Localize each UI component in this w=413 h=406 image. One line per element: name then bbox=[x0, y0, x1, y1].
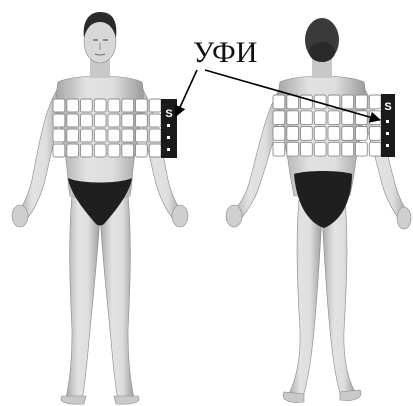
electrode-pad bbox=[287, 142, 299, 156]
electrode-pad bbox=[356, 127, 368, 141]
electrode-pad bbox=[94, 99, 106, 112]
electrode-pad bbox=[136, 144, 148, 157]
electrode-pad bbox=[356, 95, 368, 109]
electrode-pad bbox=[53, 99, 65, 112]
electrode-pad bbox=[301, 127, 313, 141]
electrode-pad bbox=[328, 127, 340, 141]
electrode-pad bbox=[356, 142, 368, 156]
electrode-pad bbox=[136, 99, 148, 112]
electrode-pad bbox=[81, 144, 93, 157]
electrode-pad bbox=[94, 129, 106, 142]
electrode-pad bbox=[67, 99, 79, 112]
electrode-pad bbox=[328, 111, 340, 125]
electrode-pad bbox=[108, 129, 120, 142]
electrode-pad bbox=[287, 127, 299, 141]
electrode-pad bbox=[81, 99, 93, 112]
electrode-pad bbox=[301, 111, 313, 125]
electrode-pad bbox=[67, 129, 79, 142]
electrode-pad bbox=[314, 127, 326, 141]
electrode-pad bbox=[328, 142, 340, 156]
back-body bbox=[226, 18, 411, 403]
electrode-pad bbox=[108, 114, 120, 127]
electrode-pad bbox=[122, 114, 134, 127]
electrode-pad bbox=[369, 95, 381, 109]
electrode-pad bbox=[81, 114, 93, 127]
electrode-pad bbox=[273, 111, 285, 125]
electrode-pad bbox=[369, 127, 381, 141]
electrode-pad bbox=[94, 114, 106, 127]
electrode-pad bbox=[273, 127, 285, 141]
electrode-pad bbox=[342, 127, 354, 141]
electrode-pad bbox=[67, 144, 79, 157]
front-figure: S bbox=[12, 12, 188, 404]
electrode-pad bbox=[149, 129, 161, 142]
electrode-pad bbox=[108, 144, 120, 157]
electrode-pad bbox=[287, 95, 299, 109]
electrode-pad bbox=[53, 144, 65, 157]
electrode-pad bbox=[122, 144, 134, 157]
electrode-pad bbox=[149, 114, 161, 127]
electrode-pad bbox=[81, 129, 93, 142]
electrode-pad bbox=[342, 95, 354, 109]
back-strip-letter: S bbox=[384, 101, 391, 113]
front-strip-letter: S bbox=[165, 108, 172, 120]
back-strip: S bbox=[381, 94, 395, 157]
electrode-pad bbox=[67, 114, 79, 127]
electrode-pad bbox=[136, 114, 148, 127]
electrode-pad bbox=[342, 142, 354, 156]
electrode-pad bbox=[53, 114, 65, 127]
electrode-pad bbox=[301, 142, 313, 156]
ufi-label: УФИ bbox=[193, 36, 257, 69]
electrode-pad bbox=[122, 99, 134, 112]
electrode-pad bbox=[342, 111, 354, 125]
electrode-pad bbox=[149, 144, 161, 157]
electrode-pad bbox=[94, 144, 106, 157]
back-figure: S bbox=[226, 18, 411, 403]
electrode-pad bbox=[314, 111, 326, 125]
front-body bbox=[12, 12, 188, 404]
front-strip: S bbox=[161, 99, 177, 158]
electrode-pad bbox=[287, 111, 299, 125]
electrode-pad bbox=[273, 95, 285, 109]
electrode-pad bbox=[149, 99, 161, 112]
electrode-pad bbox=[369, 142, 381, 156]
electrode-pad bbox=[273, 142, 285, 156]
electrode-pad bbox=[122, 129, 134, 142]
electrode-pad bbox=[136, 129, 148, 142]
electrode-pad bbox=[108, 99, 120, 112]
arrow-to-front bbox=[176, 70, 197, 116]
electrode-pad bbox=[314, 142, 326, 156]
electrode-pad bbox=[53, 129, 65, 142]
